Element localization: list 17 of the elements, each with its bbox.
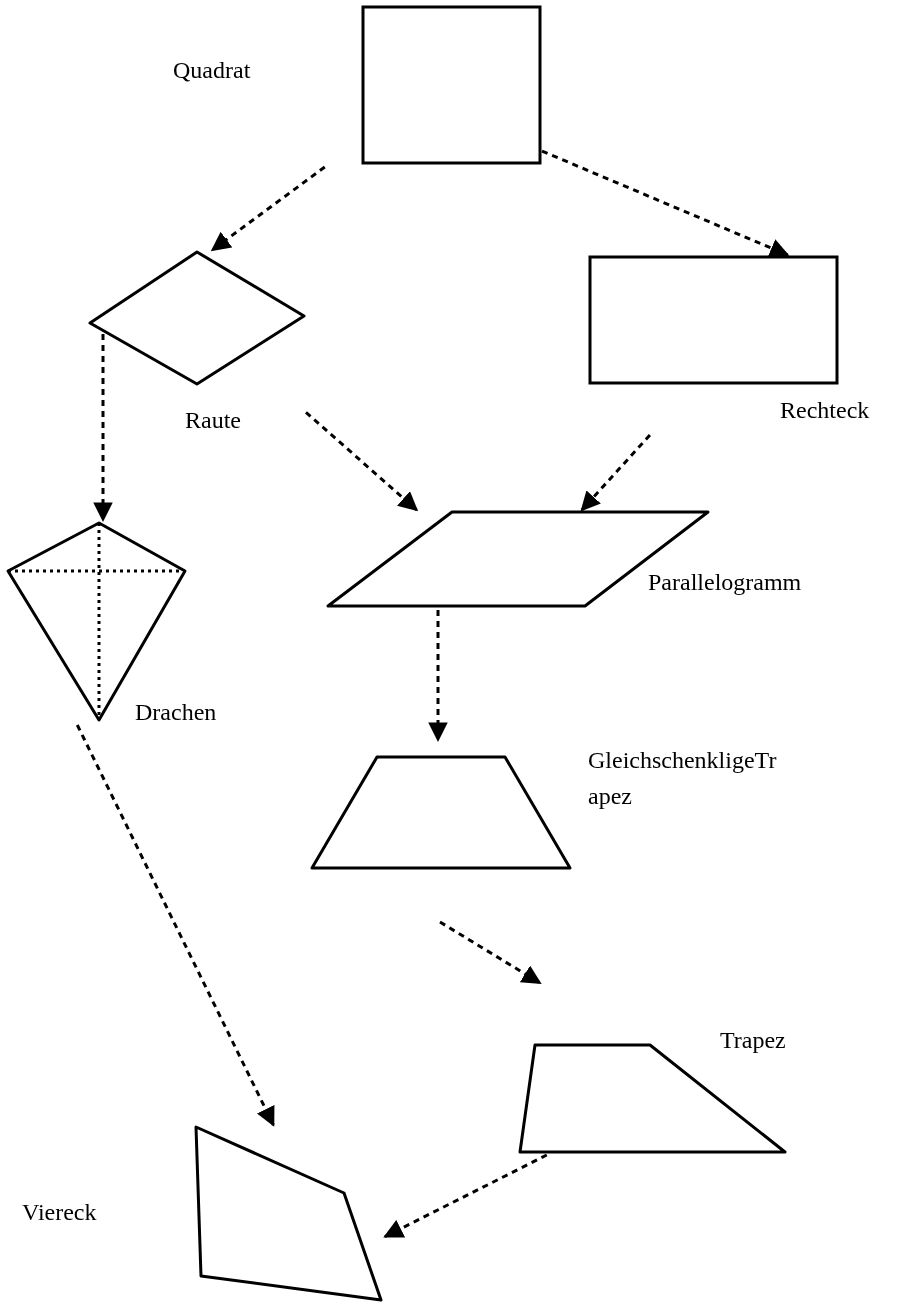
shape-name: Viereck <box>22 1198 97 1227</box>
shape-name: Parallelogramm <box>648 568 802 597</box>
dashed-arrow <box>305 411 419 512</box>
dashed-arrow <box>210 165 326 252</box>
shape-name: Quadrat <box>173 56 251 85</box>
dashed-arrow <box>93 334 113 522</box>
shape-name: Drachen <box>135 698 217 727</box>
dashed-arrow <box>383 1153 548 1238</box>
shape-name: Rechteck <box>780 396 870 425</box>
dashed-arrow <box>541 149 790 258</box>
shape-name: Trapez <box>720 1026 786 1055</box>
dashed-arrow <box>439 920 542 985</box>
dashed-arrow <box>580 434 651 512</box>
dashed-arrow <box>428 610 448 742</box>
shape-name: Raute <box>185 406 241 435</box>
dashed-arrow <box>75 724 275 1127</box>
shape-name: GleichschenkligeTrapez <box>588 746 778 811</box>
